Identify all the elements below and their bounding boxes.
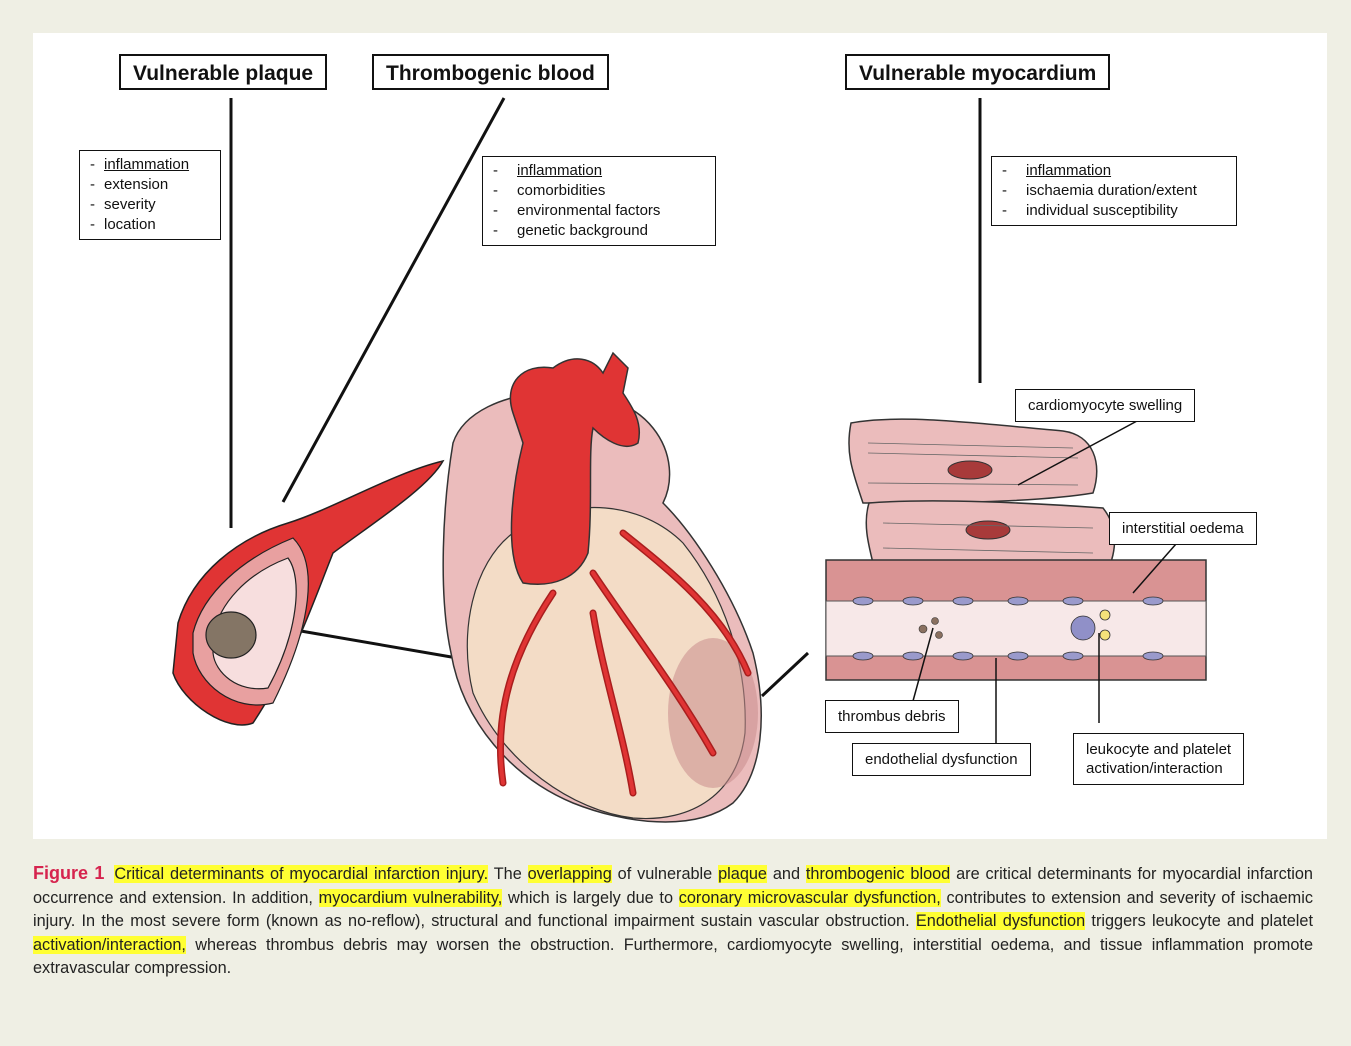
label-interstitial-oedema: interstitial oedema — [1109, 512, 1257, 545]
heart-to-vessel-line — [762, 653, 808, 696]
label-leukocyte-platelet: leukocyte and platelet activation/intera… — [1073, 733, 1244, 785]
caption-highlight: coronary microvascular dysfunction, — [679, 889, 941, 907]
label-leukocyte-line2: activation/interaction — [1086, 759, 1231, 778]
heart — [443, 353, 761, 822]
cardiomyocytes — [849, 419, 1115, 578]
caption-text: whereas thrombus debris may worsen the o… — [33, 936, 1313, 978]
myocardium-factor: inflammation — [1026, 162, 1111, 179]
artery-cross-section — [173, 461, 443, 725]
caption-highlight: Endothelial dysfunction — [916, 912, 1085, 930]
caption-text: of vulnerable — [612, 865, 718, 883]
plaque-factor: extension — [104, 176, 168, 193]
blood-factors: -inflammation -comorbidities -environmen… — [482, 156, 716, 246]
figure-label: Figure 1 — [33, 863, 104, 883]
blood-factor: environmental factors — [517, 202, 660, 219]
figure-panel: Vulnerable plaque Thrombogenic blood Vul… — [33, 33, 1327, 839]
label-cardiomyocyte-swelling: cardiomyocyte swelling — [1015, 389, 1195, 422]
blood-factor: comorbidities — [517, 182, 605, 199]
plaque-factor: inflammation — [104, 156, 189, 173]
figure-caption: Figure 1 Critical determinants of myocard… — [33, 862, 1313, 981]
label-endothelial-dysfunction: endothelial dysfunction — [852, 743, 1031, 776]
label-thrombus-debris: thrombus debris — [825, 700, 959, 733]
figure-illustration — [33, 33, 1327, 839]
myocardium-factor: individual susceptibility — [1026, 202, 1178, 219]
myocardium-factor: ischaemia duration/extent — [1026, 182, 1197, 199]
caption-text: The — [488, 865, 527, 883]
caption-highlight: overlapping — [528, 865, 612, 883]
myocardium-factors: -inflammation -ischaemia duration/extent… — [991, 156, 1237, 226]
caption-text: which is largely due to — [502, 889, 678, 907]
plaque-title: Vulnerable plaque — [119, 54, 327, 90]
caption-highlight: myocardium vulnerability, — [319, 889, 503, 907]
caption-highlight: Critical determinants of myocardial infa… — [114, 865, 488, 883]
caption-highlight: activation/interaction, — [33, 936, 186, 954]
blood-title: Thrombogenic blood — [372, 54, 609, 90]
caption-text: triggers leukocyte and platelet — [1085, 912, 1313, 930]
caption-text: and — [767, 865, 806, 883]
microvessel — [826, 560, 1206, 680]
plaque-factors: -inflammation -extension -severity -loca… — [79, 150, 221, 240]
plaque-factor: severity — [104, 196, 156, 213]
myocardium-title: Vulnerable myocardium — [845, 54, 1110, 90]
caption-highlight: thrombogenic blood — [806, 865, 950, 883]
plaque-factor: location — [104, 216, 156, 233]
blood-factor: genetic background — [517, 222, 648, 239]
blood-factor: inflammation — [517, 162, 602, 179]
caption-highlight: plaque — [718, 865, 767, 883]
label-leukocyte-line1: leukocyte and platelet — [1086, 740, 1231, 759]
